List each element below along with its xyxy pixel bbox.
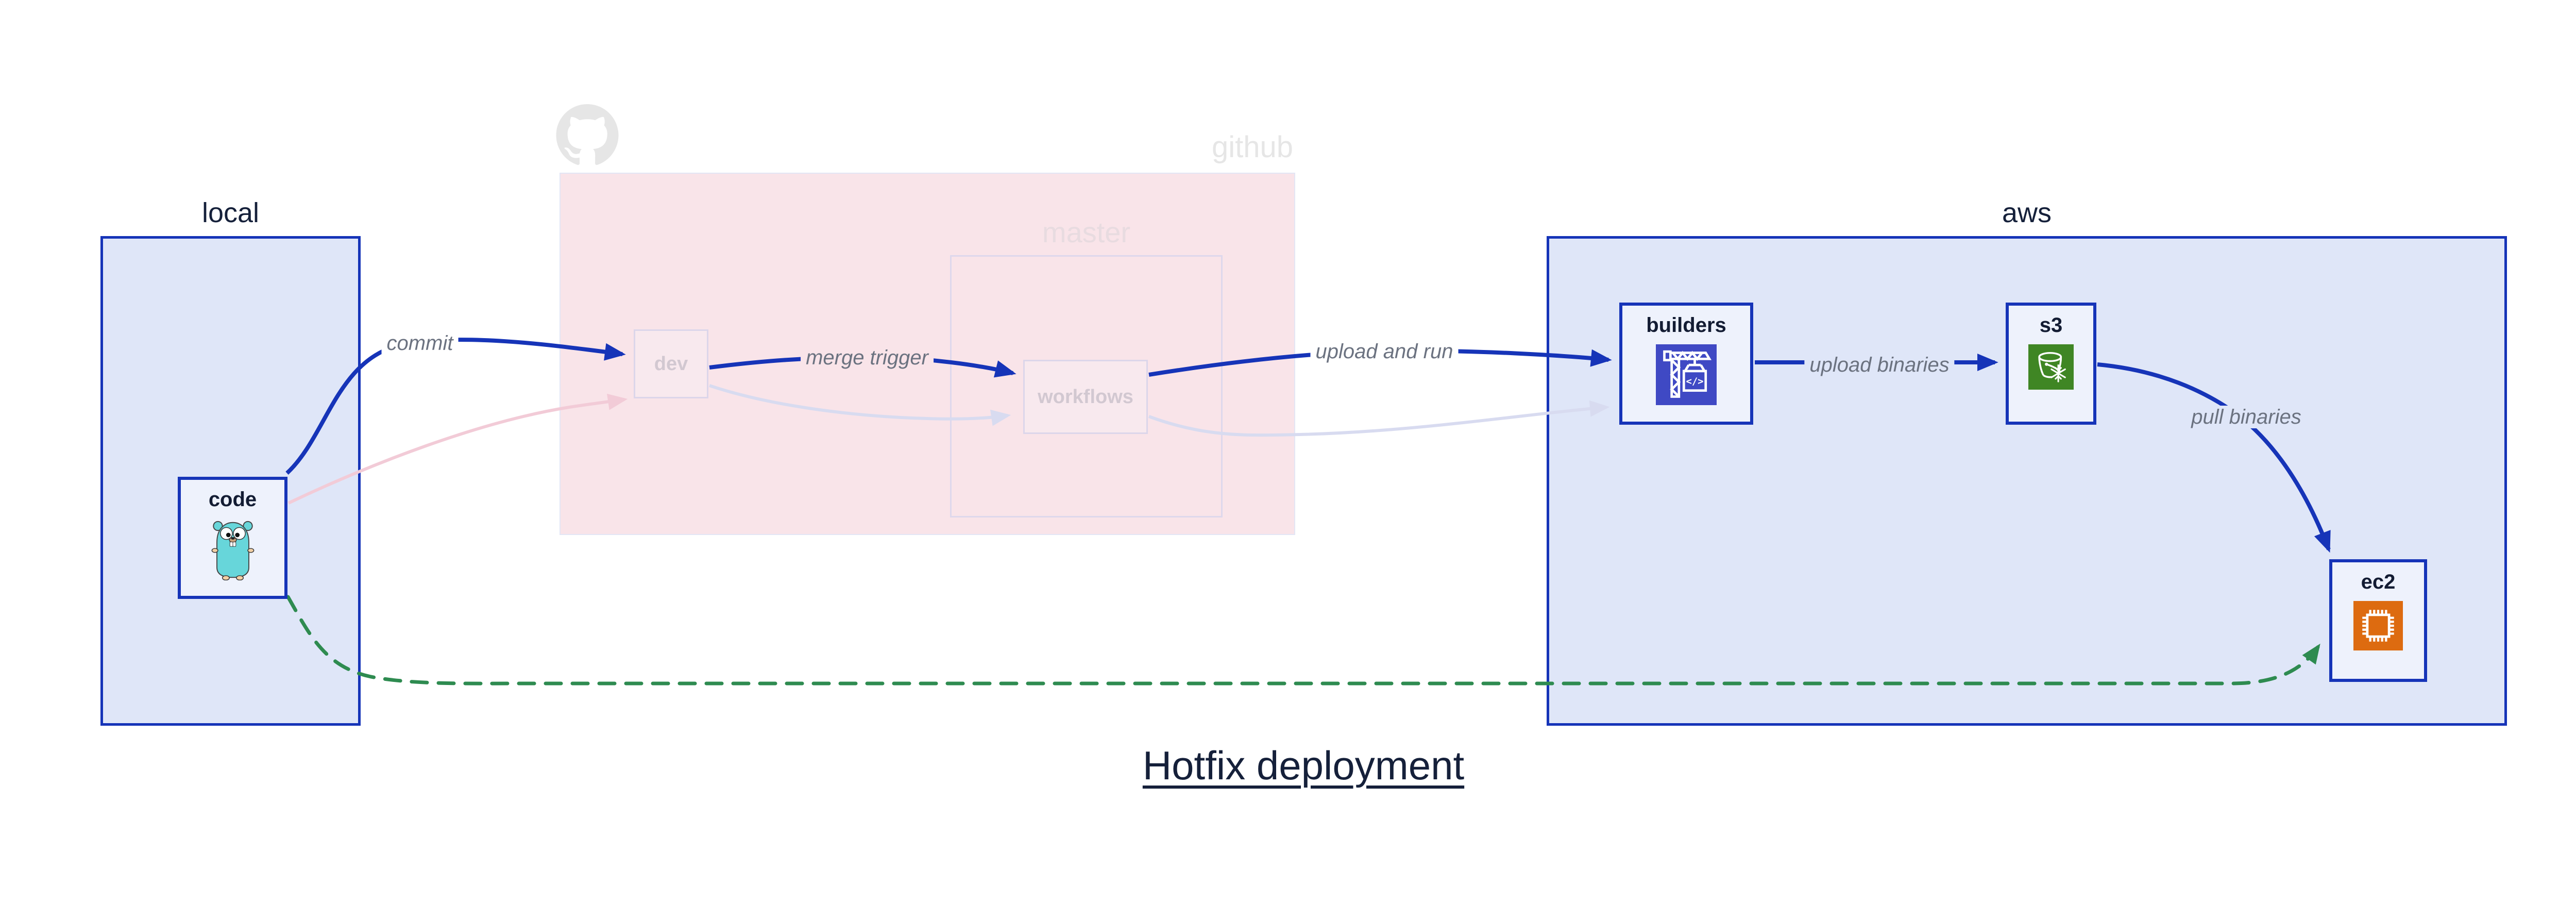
ec2-node-label: ec2: [2361, 571, 2396, 593]
aws-s3-glacier-icon: [2028, 344, 2074, 390]
edge-faded-dev-workflows: [709, 384, 1011, 426]
github-logo-icon: [556, 104, 619, 165]
svg-text:</>: </>: [1686, 376, 1703, 387]
node-ec2: ec2: [2329, 559, 2427, 682]
builders-node-label: builders: [1646, 314, 1726, 337]
local-group-label: local: [201, 197, 260, 228]
edge-label-upload-binaries: upload binaries: [1804, 354, 1955, 376]
edge-hotfix-direct: [286, 595, 2320, 686]
go-gopher-icon: [207, 519, 259, 580]
code-node-label: code: [208, 488, 257, 511]
node-workflows: workflows: [1023, 360, 1148, 434]
aws-codebuild-icon: </>: [1656, 344, 1717, 405]
aws-ec2-icon: [2353, 601, 2403, 650]
edge-label-upload-and-run: upload and run: [1310, 340, 1459, 363]
node-builders: builders </>: [1619, 303, 1753, 425]
s3-node-label: s3: [2039, 314, 2063, 337]
master-branch-box: [950, 255, 1223, 517]
edge-faded-code-dev: [287, 393, 628, 505]
node-s3: s3: [2006, 303, 2096, 425]
edge-pull-binaries: [2097, 362, 2331, 553]
edge-label-merge-trigger: merge trigger: [801, 346, 934, 369]
edge-faded-workflows-builders: [1148, 400, 1610, 437]
node-dev: dev: [634, 329, 708, 398]
edge-label-pull-binaries: pull binaries: [2186, 406, 2307, 428]
github-group-label: github: [1211, 130, 1293, 164]
master-branch-label: master: [1042, 216, 1131, 248]
node-code: code: [178, 477, 287, 599]
workflows-node-label: workflows: [1038, 386, 1133, 408]
dev-node-label: dev: [654, 353, 688, 375]
diagram-title: Hotfix deployment: [1142, 743, 1465, 788]
edge-label-commit: commit: [381, 332, 459, 355]
aws-group-label: aws: [2002, 197, 2052, 228]
